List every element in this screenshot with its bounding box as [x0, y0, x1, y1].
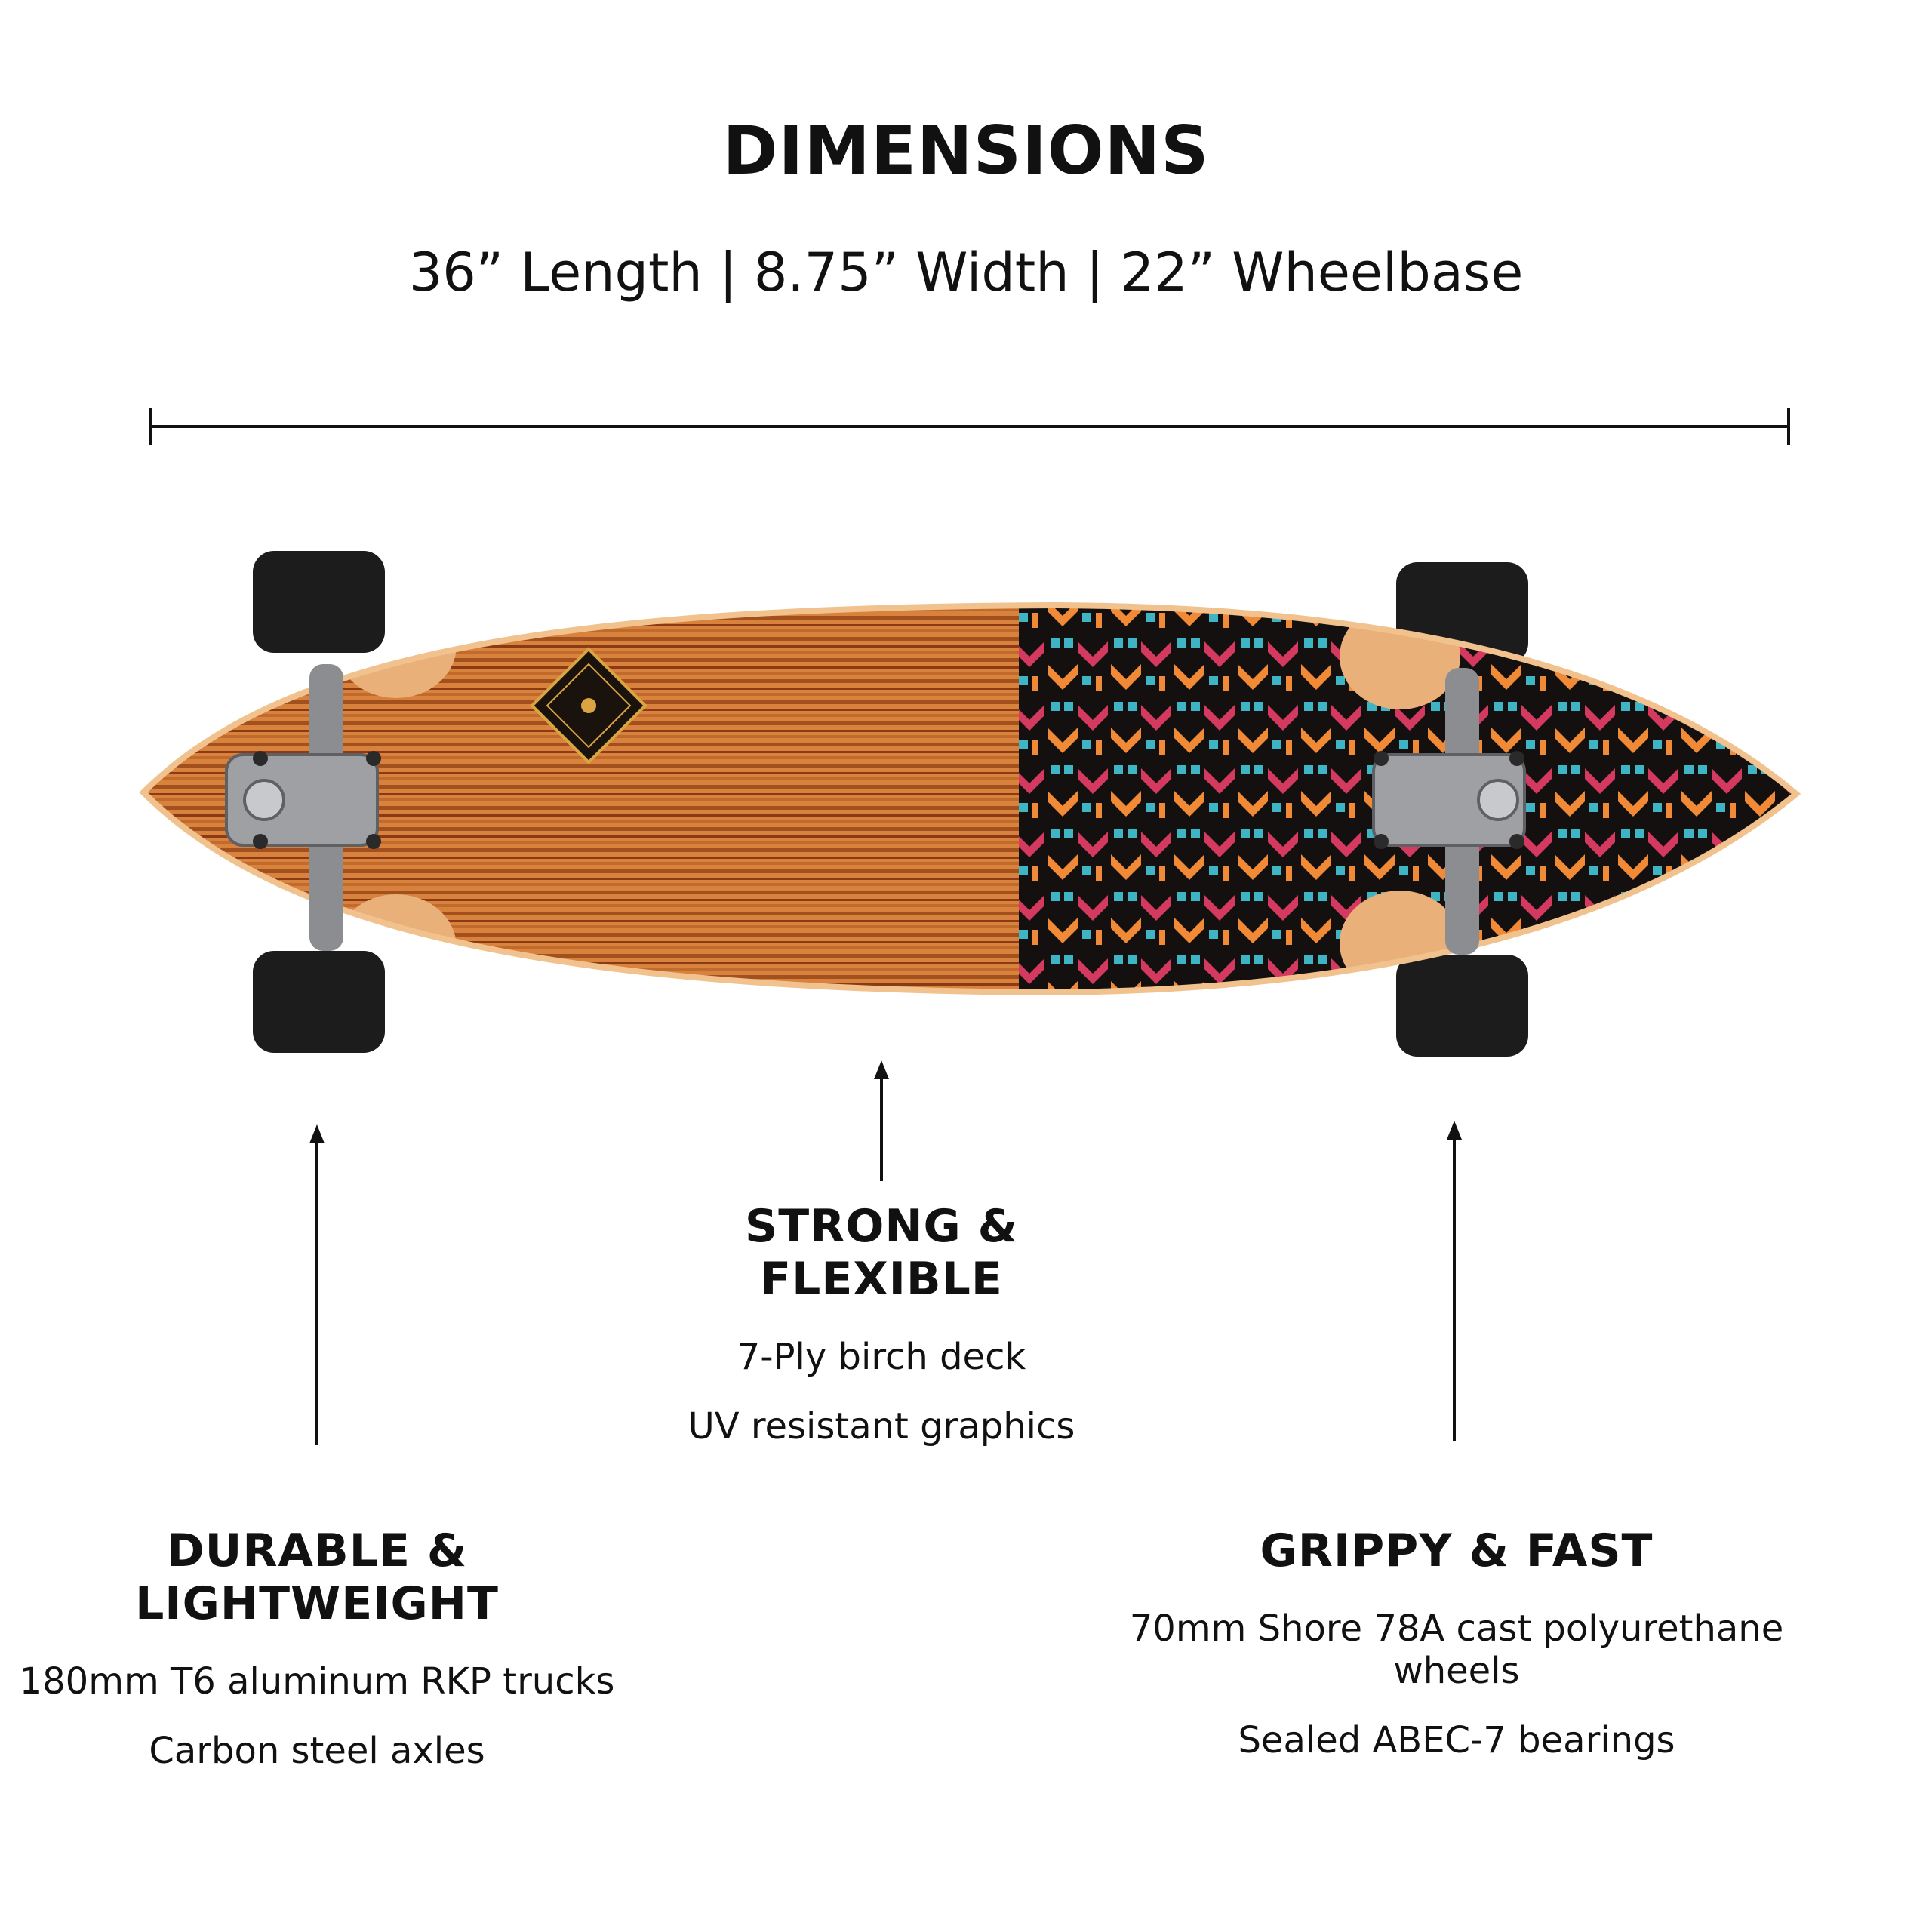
- wheel-icon: [1396, 955, 1528, 1057]
- deck: [143, 605, 1796, 992]
- feature-line: Carbon steel axles: [149, 1730, 485, 1772]
- truck-back: [1372, 668, 1526, 955]
- feature-line: 180mm T6 aluminum RKP trucks: [19, 1660, 615, 1703]
- diamond-brand-logo-icon: [530, 647, 648, 764]
- feature-strong-flexible: STRONG & FLEXIBLE 7-Ply birch deck UV re…: [655, 1200, 1108, 1447]
- wheel-icon: [253, 951, 385, 1053]
- feature-line: UV resistant graphics: [688, 1405, 1075, 1447]
- feature-durable-lightweight: DURABLE & LIGHTWEIGHT 180mm T6 aluminum …: [15, 1524, 619, 1772]
- truck-front: [225, 664, 381, 951]
- feature-grippy-fast: GRIPPY & FAST 70mm Shore 78A cast polyur…: [1072, 1524, 1841, 1761]
- feature-title: STRONG & FLEXIBLE: [744, 1200, 1019, 1306]
- wheel-icon: [253, 551, 385, 653]
- feature-line: 70mm Shore 78A cast polyurethane wheels: [1129, 1607, 1784, 1692]
- dimensions-text: 36” Length | 8.75” Width | 22” Wheelbase: [408, 242, 1524, 303]
- feature-title: DURABLE & LIGHTWEIGHT: [135, 1524, 499, 1630]
- arrow-up-icon: [1447, 1121, 1462, 1441]
- page-title: DIMENSIONS: [722, 112, 1210, 189]
- arrow-up-icon: [874, 1060, 889, 1181]
- feature-line: 7-Ply birch deck: [737, 1336, 1026, 1378]
- feature-title: GRIPPY & FAST: [1260, 1524, 1654, 1577]
- feature-line: Sealed ABEC-7 bearings: [1238, 1719, 1675, 1761]
- dimension-line-icon: [149, 408, 1790, 445]
- arrow-up-icon: [309, 1124, 325, 1445]
